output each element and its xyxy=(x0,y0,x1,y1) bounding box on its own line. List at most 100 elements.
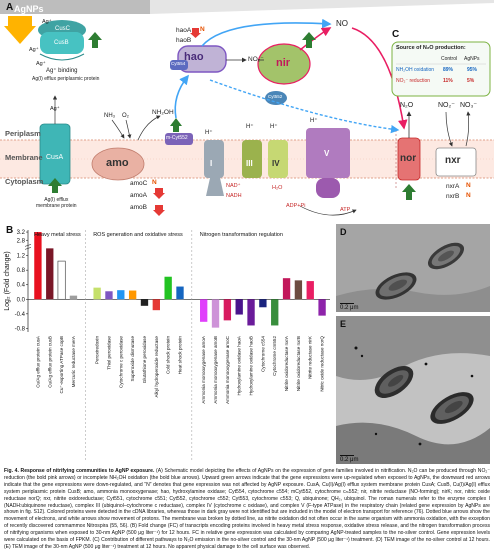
panel-e-letter: E xyxy=(340,319,347,329)
o2-label: O₂ xyxy=(122,113,129,119)
n2o-col-control: Control xyxy=(441,56,458,62)
h-plus-2: H⁺ xyxy=(246,124,254,130)
cyt552-label: Cyt552 xyxy=(268,94,283,99)
category-label: Ammonia monooxygenase amoB xyxy=(213,336,218,404)
agnps-banner xyxy=(0,0,494,44)
bar xyxy=(306,281,314,300)
complex-iii-label: III xyxy=(246,159,253,168)
nh2oh-label: NH₂OH xyxy=(152,109,174,116)
membrane-label: Membrane xyxy=(5,153,43,162)
h-plus-3: H⁺ xyxy=(270,124,278,130)
bar xyxy=(200,299,208,322)
mcyt552 xyxy=(165,118,193,145)
nh3-label: NH₃ xyxy=(104,113,116,119)
complex-iii xyxy=(242,140,262,178)
scale-label-e: 0.2 μm xyxy=(340,457,359,463)
category-label: Heat shock protein xyxy=(178,336,183,375)
y-tick-label: 3.2 xyxy=(17,230,26,236)
panel-c-letter: C xyxy=(392,29,400,40)
n2o-col-agnps: AgNPs xyxy=(464,56,480,62)
amo-label: amo xyxy=(106,157,129,169)
n2o-row1-control: 89% xyxy=(443,67,454,73)
bar xyxy=(318,299,326,316)
nxr-enzyme xyxy=(435,111,477,177)
h-plus-4: H⁺ xyxy=(310,118,318,124)
bar xyxy=(128,290,137,300)
category-label: Cytochrome c peroxidase xyxy=(118,336,123,389)
tem-control-cells xyxy=(336,224,490,312)
nor-label: nor xyxy=(400,153,417,164)
haoA-label: haoA xyxy=(176,27,192,34)
cusa-label: CusA xyxy=(46,154,64,161)
category-label: Nitrite reductase nirK xyxy=(308,335,313,379)
category-label: Ammonia monooxygenase amoA xyxy=(201,335,206,404)
category-label: Nitrite oxidoreductase nxrA xyxy=(284,335,289,391)
ag-ion-1: Ag⁺ xyxy=(29,47,39,53)
bar xyxy=(69,295,78,300)
nxr-label: nxr xyxy=(445,155,461,166)
category-label: Mercuric reductase merA xyxy=(71,335,76,387)
no2-at-nxr: NO₂⁻ xyxy=(438,102,455,109)
h-plus-1: H⁺ xyxy=(205,130,213,136)
bar xyxy=(294,280,303,300)
n2o-source-box xyxy=(391,41,491,97)
tem-agnps-cells xyxy=(336,316,490,464)
n2o-row2-label: NO₂⁻ reduction xyxy=(396,78,431,84)
n2o-source-title: Source of N₂O production: xyxy=(396,45,466,51)
ag-binding-desc: Ag(I) efflux periplasmic protein xyxy=(32,76,100,82)
n2o-label: N₂O xyxy=(400,102,414,109)
y-tick-label: 0.0 xyxy=(17,297,26,303)
nir-label: nir xyxy=(276,57,291,69)
bar xyxy=(235,299,243,315)
cusb-label: CusB xyxy=(54,40,69,46)
schematic-panel-a xyxy=(0,0,494,216)
y-tick-label: 1.2 xyxy=(17,254,26,260)
nadh-label: NADH xyxy=(226,193,242,199)
category-label: Ammonia monooxygenase amoC xyxy=(225,335,230,404)
amoA-label: amoA xyxy=(130,192,147,199)
amo-enzyme xyxy=(91,115,165,216)
nad-label: NAD⁺ xyxy=(226,183,241,189)
ag-ion-3: Ag⁺ xyxy=(36,61,46,67)
bar xyxy=(176,286,184,300)
y-tick-label: 0.4 xyxy=(17,283,26,289)
complex-v xyxy=(299,128,357,216)
bar xyxy=(211,299,220,328)
category-label: Cytochrome cm552 xyxy=(272,336,277,376)
no3-label: NO₃⁻ xyxy=(460,102,478,109)
caption-body: (A) Schematic model depicting the effect… xyxy=(4,468,490,550)
category-label: Nitrite oxidoreductase nxrB xyxy=(296,336,301,391)
category-label: Cu⁺-exporting ATPase copB xyxy=(59,336,64,394)
scale-bar-e xyxy=(340,455,354,456)
caption-title: Fig. 4. Response of nitrifying communiti… xyxy=(4,468,157,474)
group-label: Heavy metal stress xyxy=(34,232,81,238)
category-label: Cold shock protein xyxy=(166,336,171,374)
bar xyxy=(93,287,101,300)
bar xyxy=(271,299,279,326)
category-label: Hydroxylamine oxidase haoA xyxy=(237,335,242,395)
category-label: Cu/Ag efflux protein cusA xyxy=(35,335,40,388)
no2-from-hao: NO₂⁻ xyxy=(248,56,264,63)
bar xyxy=(259,299,267,308)
complex-iv xyxy=(268,140,288,178)
category-label: Alkyl hydroperoxide reductase xyxy=(154,336,159,398)
panel-a-letter: A xyxy=(6,2,14,13)
bar xyxy=(46,248,54,300)
bar xyxy=(57,260,66,300)
panel-b-letter: B xyxy=(6,225,14,236)
category-label: Glutathione peroxidase xyxy=(142,336,147,384)
tem-image-agnps: E 0.2 μm xyxy=(336,316,490,464)
bar xyxy=(105,291,113,300)
n2o-row2-agnps: 5% xyxy=(467,78,475,84)
scale-bar-d xyxy=(340,303,354,304)
ag-ion-2: Ag⁺ xyxy=(42,19,52,25)
y-tick-label: -0.4 xyxy=(15,312,26,318)
bar xyxy=(140,299,149,306)
nor-enzyme xyxy=(397,111,421,200)
scale-label-d: 0.2 μm xyxy=(340,305,359,311)
bar xyxy=(152,299,160,311)
atp-label: ATP xyxy=(340,207,351,213)
nir-enzyme xyxy=(257,27,332,105)
h2o-label: H₂O xyxy=(272,185,283,191)
group-label: Nitrogen transformation regulation xyxy=(200,232,283,238)
